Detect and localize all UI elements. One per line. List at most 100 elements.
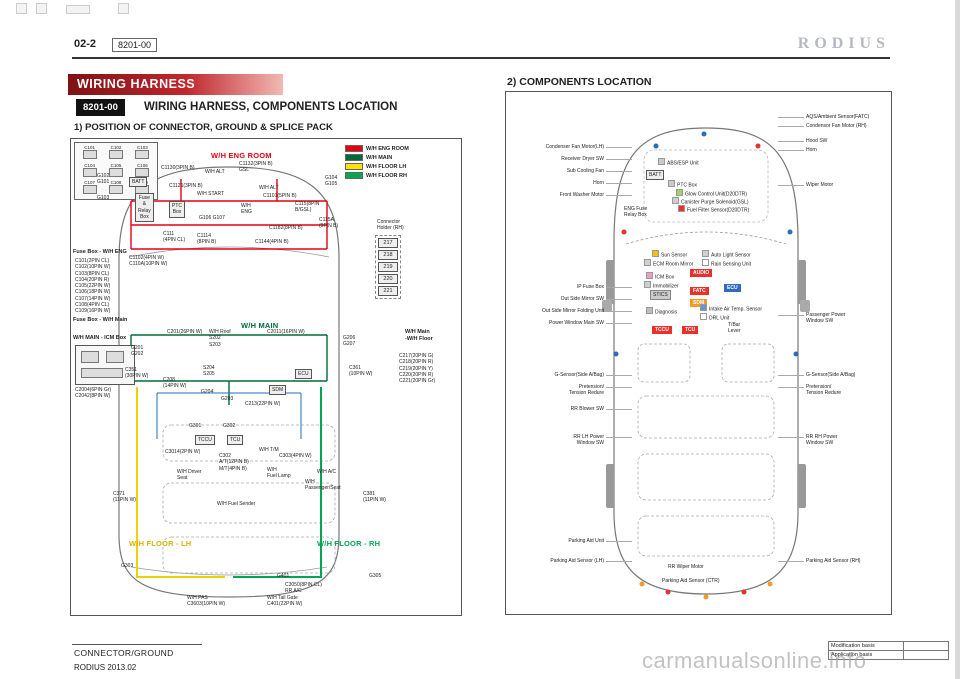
color-swatch-icon — [652, 250, 659, 257]
leader-line — [606, 375, 632, 376]
connector-icon — [108, 185, 123, 195]
diagram-label: W/H ALT — [205, 169, 225, 175]
diagram-label: Pretension/ Tension Redure — [806, 384, 842, 397]
scan-artifact — [36, 3, 47, 14]
diagram-label: STICS — [650, 290, 671, 301]
connector-icon — [108, 167, 123, 177]
diagram-label: W/H FLOOR - LH — [129, 539, 192, 548]
page-number: 02-2 — [74, 38, 97, 50]
color-swatch-icon — [644, 281, 651, 288]
diagram-label: W/H MAIN — [241, 321, 279, 330]
leader-line — [606, 561, 632, 562]
diagram-label: Fuel Filter Sensor(D20DTR) — [678, 205, 749, 214]
legend-item: W/H MAIN — [345, 153, 409, 162]
diagram-label: C351 (30PIN W) — [125, 367, 149, 380]
connector-cell: C104 — [77, 163, 102, 180]
diagram-label: W/H Driver Seat — [177, 469, 202, 482]
connector-cell: C102 — [103, 145, 128, 162]
diagram-label: W/H ALT — [259, 185, 279, 191]
scan-artifact — [66, 5, 90, 14]
connector-icon — [82, 167, 97, 177]
color-swatch-icon — [672, 197, 679, 204]
leader-line — [606, 299, 632, 300]
diagram-label: IP Fuse Box — [576, 284, 604, 290]
footer-subtitle: RODIUS 2013.02 — [74, 663, 137, 672]
connector-grid: C101C102C103C104C105C106C107C108C109 — [74, 142, 158, 200]
diagram-label: G106 G107 — [199, 215, 225, 221]
legend-label: W/H FLOOR LH — [366, 163, 407, 170]
color-swatch-icon — [646, 307, 653, 314]
diagram-label: W/H Main -W/H Floor — [405, 329, 433, 342]
diagram-label: C213(22PIN W) — [245, 401, 281, 407]
connector-cell: C101 — [77, 145, 102, 162]
diagram-label: G301 — [189, 423, 202, 429]
diagram-label: Horn — [806, 147, 817, 153]
leader-line — [778, 375, 804, 376]
diagram-label: C1130(3PIN B) — [161, 165, 195, 171]
connector-icon — [135, 150, 150, 159]
connector-cell: C107 — [77, 180, 102, 197]
diagram-label: Connector Holder (RH) — [377, 219, 404, 232]
diagram-label: BATT — [129, 177, 148, 188]
diagram-label: ECU — [295, 369, 312, 380]
section-banner: WIRING HARNESS — [68, 74, 283, 95]
leader-line — [778, 561, 804, 562]
components-location-diagram: Condenser Fan Motor(LH)Receiver Dryer SW… — [505, 91, 892, 615]
legend-swatch-icon — [345, 145, 363, 152]
legend-label: W/H ENG ROOM — [366, 145, 409, 152]
diagram-label: ABS/ESP Unit — [658, 158, 699, 167]
diagram-label: W/H ENG — [241, 203, 252, 216]
diagram-label: Hood SW — [806, 138, 828, 144]
connector-icon — [81, 351, 99, 363]
diagram-label: C111 (4PIN CL) — [163, 231, 186, 244]
diagram-label: C2011(16PIN W) — [267, 329, 305, 335]
diagram-label: AQS/Ambient Sensor(FATC) — [806, 114, 870, 120]
leader-line — [606, 311, 632, 312]
diagram-label: W/H Passenger/Seat — [305, 479, 341, 492]
diagram-label: Horn — [593, 180, 604, 186]
legend-item: W/H ENG ROOM — [345, 144, 409, 153]
diagram-label: W/H PAS C3603(10PIN W) — [187, 595, 226, 608]
leader-line — [778, 150, 804, 151]
code-badge: 8201-00 — [76, 99, 125, 116]
connector-labels-layer: W/H ENG ROOM W/H MAIN W/H FLOOR - LH W/H FL… — [71, 139, 461, 615]
sub-heading: 1) POSITION OF CONNECTOR, GROUND & SPLIC… — [74, 122, 333, 133]
color-swatch-icon — [678, 205, 685, 212]
color-swatch-icon — [668, 180, 675, 187]
diagram-label: Diagnosis — [646, 307, 677, 316]
legend-label: W/H MAIN — [366, 154, 393, 161]
diagram-label: RR Wiper Motor — [668, 564, 704, 570]
color-swatch-icon — [646, 272, 653, 279]
diagram-label: W/H MAIN - ICM Box — [73, 335, 127, 341]
diagram-label: Condenser Fan Motor(LH) — [545, 144, 604, 150]
diagram-label: G303 — [121, 563, 134, 569]
diagram-label: C1114 (8PIN B) — [197, 233, 217, 246]
diagram-label: W/H ENG ROOM — [211, 151, 272, 160]
car-outline-components-svg — [602, 127, 810, 600]
scan-artifact — [118, 3, 129, 14]
diagram-label: G104 G105 — [325, 175, 338, 188]
main-heading: WIRING HARNESS, COMPONENTS LOCATION — [144, 101, 398, 113]
diagram-label: Out Side Mirror SW — [560, 296, 604, 302]
footer-table-row: Modification basis — [829, 642, 948, 651]
diagram-label: G201 G202 — [131, 345, 144, 358]
diagram-label: C381 (11PIN W) — [363, 491, 386, 504]
legend-swatch-icon — [345, 163, 363, 170]
diagram-label: TCU — [227, 435, 244, 446]
diagram-label: C101(2PIN CL) C102(10PIN W) C103(8PIN CL… — [75, 258, 111, 314]
diagram-label: Parking Aid Sensor (CTR) — [662, 578, 720, 584]
diagram-label: Pretension/ Tension Redure — [568, 384, 604, 397]
connector-icon — [135, 167, 150, 177]
diagram-label: C208 (14PIN W) — [163, 377, 187, 390]
diagram-label: G305 — [369, 573, 382, 579]
connector-icon — [108, 150, 123, 159]
diagram-label: Glow Control Unit(D20DTR) — [676, 189, 747, 198]
legend-item: W/H FLOOR RH — [345, 171, 409, 180]
car-outline-connector-svg — [118, 166, 340, 598]
color-swatch-icon — [702, 250, 709, 257]
diagram-label: Fuse Box - W/H Main — [73, 317, 128, 323]
footer-table-row: Application basis — [829, 651, 948, 659]
legend-swatch-icon — [345, 154, 363, 161]
